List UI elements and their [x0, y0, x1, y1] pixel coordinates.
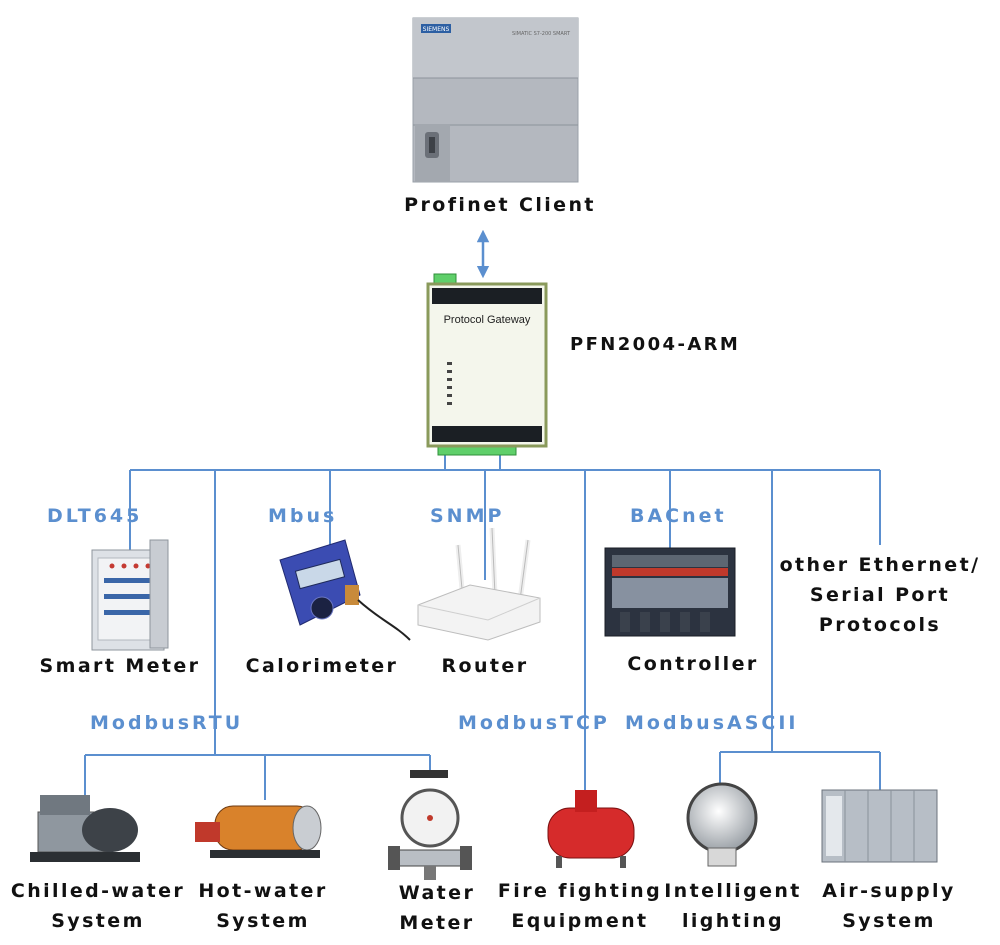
lighting-line-2: lighting	[681, 910, 785, 932]
router-image	[417, 527, 541, 641]
air-supply-label: Air-supply System	[822, 876, 955, 936]
plc-model: SIMATIC S7-200 SMART	[512, 31, 571, 37]
protocol-modbus-rtu: ModbusRTU	[90, 712, 244, 734]
chilled-water-line-2: System	[51, 910, 145, 932]
calorimeter-label: Calorimeter	[245, 655, 399, 677]
air-supply-image	[821, 789, 938, 863]
water-meter-line-1: Water	[398, 882, 476, 904]
protocol-modbus-tcp: ModbusTCP	[458, 712, 610, 734]
air-supply-line-1: Air-supply	[822, 880, 956, 902]
hot-water-image	[195, 805, 322, 858]
profinet-client-label: Profinet Client	[404, 194, 596, 216]
water-meter-line-2: Meter	[399, 912, 475, 934]
fire-fighting-image	[547, 790, 635, 868]
other-line-1: other Ethernet/	[779, 554, 981, 576]
protocol-dlt645: DLT645	[47, 505, 143, 527]
gateway-panel-text: Protocol Gateway	[443, 314, 531, 326]
smart-meter-image	[91, 539, 169, 651]
chilled-water-line-1: Chilled-water	[10, 880, 186, 902]
controller-label: Controller	[627, 653, 759, 675]
controller-image	[604, 547, 736, 637]
protocol-bacnet: BACnet	[630, 505, 727, 527]
fire-fighting-line-2: Equipment	[511, 910, 649, 932]
protocol-mbus: Mbus	[268, 505, 338, 527]
other-line-3: Protocols	[818, 614, 942, 636]
air-supply-line-2: System	[842, 910, 936, 932]
lighting-label: Intelligent lighting	[664, 876, 802, 936]
fire-fighting-label: Fire fighting Equipment	[498, 876, 662, 936]
other-protocols-label: other Ethernet/ Serial Port Protocols	[780, 550, 981, 640]
fire-fighting-line-1: Fire fighting	[497, 880, 663, 902]
hot-water-line-1: Hot-water	[198, 880, 328, 902]
lighting-line-1: Intelligent	[664, 880, 802, 902]
water-meter-label: Water Meter	[399, 878, 475, 938]
plc-brand: SIEMENS	[423, 26, 450, 33]
other-line-2: Serial Port	[809, 584, 951, 606]
chilled-water-image	[30, 795, 140, 862]
router-label: Router	[441, 655, 529, 677]
protocol-modbus-ascii: ModbusASCII	[625, 712, 799, 734]
gateway-model-label: PFN2004-ARM	[570, 334, 741, 355]
hot-water-line-2: System	[216, 910, 310, 932]
protocol-snmp: SNMP	[430, 505, 505, 527]
chilled-water-label: Chilled-water System	[11, 876, 185, 936]
water-meter-image	[388, 770, 472, 880]
calorimeter-image	[279, 539, 411, 641]
smart-meter-label: Smart Meter	[39, 655, 201, 677]
lighting-image	[686, 782, 758, 867]
hot-water-label: Hot-water System	[198, 876, 327, 936]
